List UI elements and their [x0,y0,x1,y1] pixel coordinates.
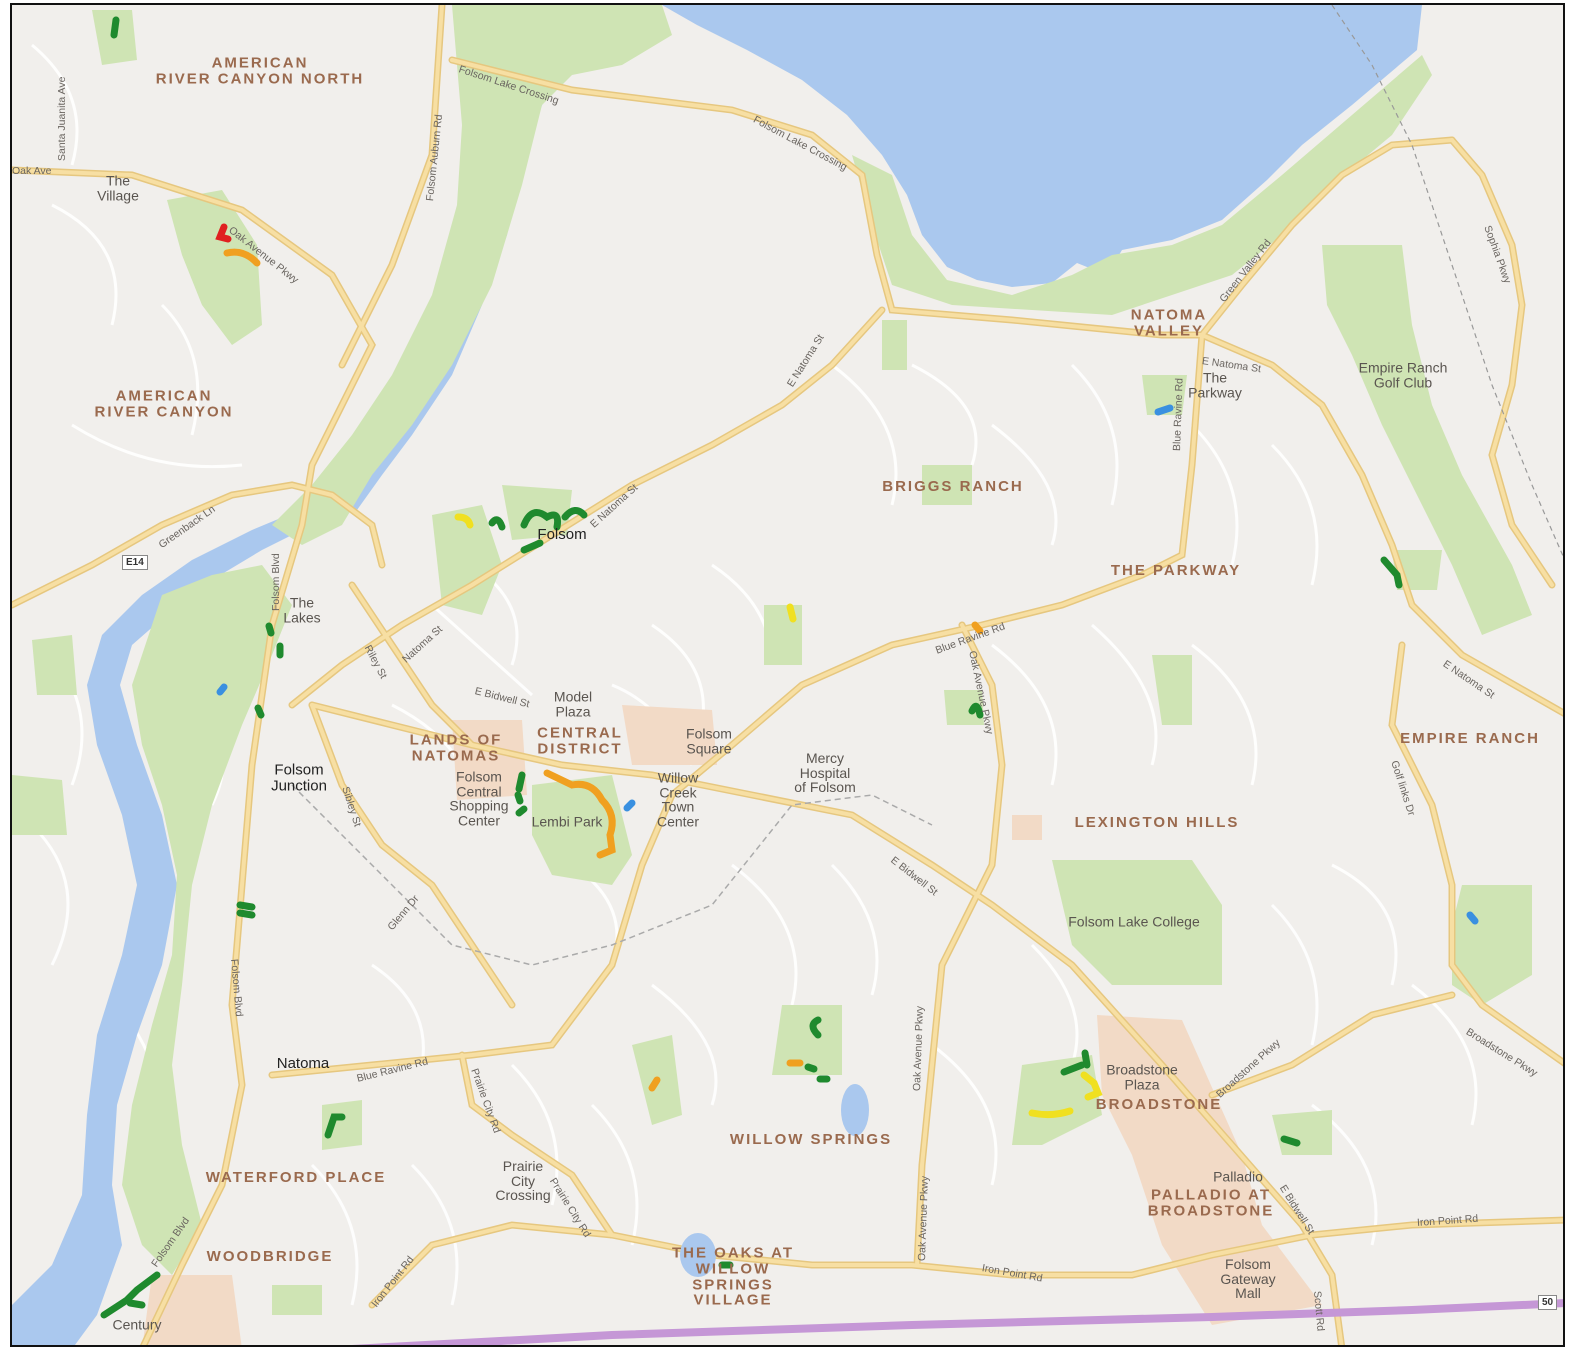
markers [100,16,1479,1319]
place-label: Folsom Gateway Mall [1220,1255,1276,1302]
place-label: Lembi Park [531,813,603,830]
route-shield: E14 [122,555,148,570]
place-label: The Parkway [1188,369,1242,400]
place-label: Prairie City Crossing [495,1157,551,1204]
neighborhood-label: BRIGGS RANCH [882,478,1024,496]
neighborhood-label: WOODBRIDGE [206,1248,334,1266]
city-label: Folsom Junction [271,761,327,794]
road-label: Santa Juanita Ave [56,76,68,161]
place-label: The Lakes [283,594,321,625]
marker-green [1060,1049,1091,1076]
neighborhood-label: BROADSTONE [1095,1096,1223,1114]
marker-green [236,901,256,919]
marker-green [515,771,526,793]
neighborhood-label: WATERFORD PLACE [205,1169,387,1187]
marker-green [110,16,120,39]
marker-green [520,509,561,531]
place-label: Mercy Hospital of Folsom [794,749,856,796]
us-50-freeway [351,1299,1563,1345]
place-label: Broadstone Plaza [1106,1061,1178,1092]
marker-blue [1466,911,1479,925]
marker-blue [1154,404,1174,416]
marker-blue [623,799,636,812]
place-label: Folsom Lake College [1068,913,1200,930]
marker-green [265,622,275,637]
neighborhood-label: LEXINGTON HILLS [1074,814,1240,832]
map-view[interactable]: AMERICAN RIVER CANYON NORTH AMERICAN RIV… [10,3,1565,1347]
city-label: Folsom [537,526,587,544]
place-label: Century [112,1316,162,1333]
neighborhood-label: AMERICAN RIVER CANYON NORTH [155,54,365,87]
place-label: The Village [97,172,139,203]
marker-orange [648,1076,661,1092]
marker-yellow [786,603,797,623]
neighborhood-label: AMERICAN RIVER CANYON [94,387,234,420]
neighborhood-label: EMPIRE RANCH [1400,730,1540,748]
place-label: Empire Ranch Golf Club [1358,359,1448,390]
marker-green [514,791,524,805]
marker-orange [223,248,261,267]
marker-green [100,1271,161,1319]
boundary-line [1331,5,1563,558]
marker-red [215,223,232,243]
neighborhood-label: CENTRAL DISTRICT [537,724,623,757]
place-label: Willow Creek Town Center [656,769,700,830]
marker-yellow [1080,1071,1103,1101]
marker-yellow [454,513,474,529]
neighborhood-label: THE OAKS AT WILLOW SPRINGS VILLAGE [672,1244,794,1309]
road-label: Folsom Blvd [270,553,282,611]
road-label: Oak Ave [12,165,52,177]
rail-line [291,784,933,966]
neighborhood-label: LANDS OF NATOMAS [409,731,503,764]
neighborhood-label: NATOMA VALLEY [1130,306,1208,339]
marker-green [1280,1135,1301,1147]
place-label: Folsom Square [686,725,732,756]
map-canvas[interactable] [12,5,1565,1347]
major-roads [12,5,1563,1345]
marker-green [254,704,265,719]
marker-green [324,1113,346,1139]
marker-green [488,516,506,531]
marker-green [1380,556,1403,589]
place-label: Model Plaza [553,688,593,719]
parks [12,5,1532,1315]
marker-green [515,805,528,817]
place-label: Folsom Central Shopping Center [449,768,509,829]
marker-green [968,702,984,719]
marker-green [520,539,544,554]
marker-green [126,1299,146,1309]
route-shield: 50 [1538,1295,1558,1310]
marker-orange [971,621,984,635]
place-label: Palladio [1213,1168,1263,1185]
city-label: Natoma [276,1055,330,1073]
marker-blue [216,683,228,696]
marker-green [809,1016,822,1039]
folsom-lake [662,5,1422,287]
marker-orange [543,769,616,859]
road-label: Blue Ravine Rd [1171,377,1186,452]
marker-green [804,1063,818,1073]
pond [680,1233,716,1277]
neighborhood-label: WILLOW SPRINGS [729,1131,893,1149]
marker-yellow [1028,1107,1074,1119]
neighborhood-label: THE PARKWAY [1110,562,1242,580]
neighborhood-label: PALLADIO AT BROADSTONE [1147,1186,1275,1219]
pond [841,1084,869,1136]
marker-green [561,507,588,521]
